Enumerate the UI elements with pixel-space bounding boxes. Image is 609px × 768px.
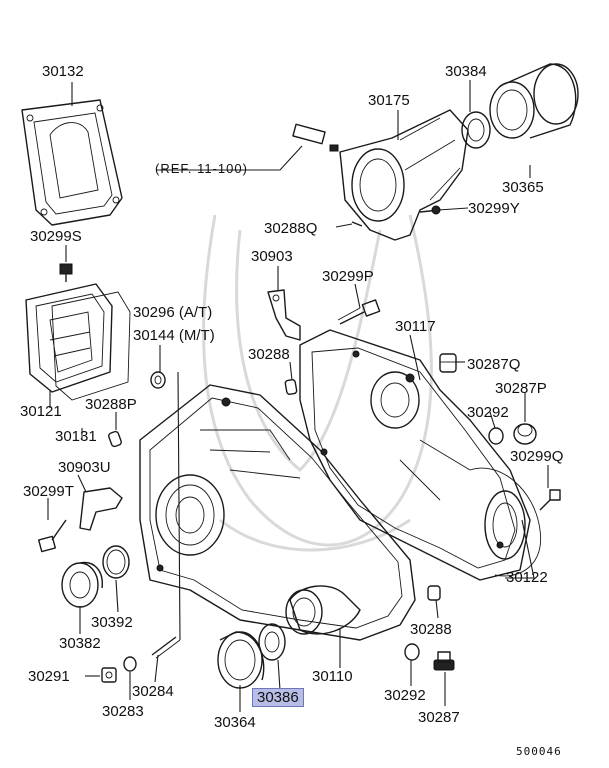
part-label-30299P[interactable]: 30299P [322, 268, 374, 285]
part-label-30299S[interactable]: 30299S [30, 228, 82, 245]
part-label-30288-upper[interactable]: 30288 [248, 346, 290, 363]
pin-30288-lower-drawing [427, 585, 441, 601]
part-label-30364[interactable]: 30364 [214, 714, 256, 731]
part-label-30384[interactable]: 30384 [445, 63, 487, 80]
gasket-30131-drawing [51, 291, 131, 401]
bolt-30299T-drawing [37, 519, 67, 553]
part-label-30131[interactable]: 30131 [55, 428, 97, 445]
front-case-30117-drawing [299, 329, 531, 581]
part-label-30299Y[interactable]: 30299Y [468, 200, 520, 217]
part-label-30292-lower[interactable]: 30292 [384, 687, 426, 704]
o-ring-30296-drawing [150, 371, 166, 389]
leader-lines [47, 80, 549, 712]
watermark-logo [202, 214, 433, 552]
sleeve-30364-drawing [217, 631, 265, 689]
bracket-30903-drawing [267, 289, 301, 341]
part-label-30365[interactable]: 30365 [502, 179, 544, 196]
part-label-30287P[interactable]: 30287P [495, 380, 547, 397]
bracket-30903U-drawing [79, 487, 123, 531]
part-label-30122[interactable]: 30122 [506, 569, 548, 586]
part-label-30283[interactable]: 30283 [102, 703, 144, 720]
part-label-30287Q[interactable]: 30287Q [467, 356, 521, 373]
part-label-30288Q[interactable]: 30288Q [264, 220, 318, 237]
bolt-30299Q-drawing [539, 489, 561, 511]
part-label-30288P[interactable]: 30288P [85, 396, 137, 413]
pin-30288P-drawing [108, 430, 122, 448]
part-label-30117[interactable]: 30117 [395, 318, 436, 335]
part-label-30382[interactable]: 30382 [59, 635, 101, 652]
plug-30287-drawing [433, 651, 455, 671]
reference-note: (REF. 11-100) [155, 161, 248, 176]
part-label-30284[interactable]: 30284 [132, 683, 174, 700]
bolt-30299S-drawing [59, 263, 73, 282]
extension-housing-30175-drawing [292, 109, 469, 241]
seal-30386-drawing [258, 623, 286, 661]
part-label-30132[interactable]: 30132 [42, 63, 84, 80]
part-label-30392[interactable]: 30392 [91, 614, 133, 631]
plug-30287Q-drawing [439, 353, 457, 373]
stud-30284-drawing [151, 636, 181, 659]
part-label-30144[interactable]: 30144 (M/T) [133, 327, 215, 344]
part-label-30292-upper[interactable]: 30292 [467, 404, 509, 421]
part-label-30903[interactable]: 30903 [251, 248, 293, 265]
part-label-30299Q[interactable]: 30299Q [510, 448, 564, 465]
part-label-30296[interactable]: 30296 (A/T) [133, 304, 213, 321]
gasket-30132-drawing [21, 99, 123, 226]
washer-30283-drawing [123, 656, 137, 672]
washer-30292-upper-drawing [488, 427, 504, 445]
nut-30291-drawing [101, 667, 117, 683]
pin-30288-upper-drawing [284, 379, 298, 395]
transfer-case-30110-drawing [139, 384, 416, 641]
seal-30382-drawing [61, 561, 103, 608]
part-label-30121[interactable]: 30121 [20, 403, 62, 420]
shim-30392-drawing [102, 545, 130, 579]
part-label-30175[interactable]: 30175 [368, 92, 410, 109]
part-label-30903U[interactable]: 30903U [58, 459, 111, 476]
figure-code: 500046 [516, 745, 562, 758]
part-label-30291[interactable]: 30291 [28, 668, 70, 685]
part-label-30299T[interactable]: 30299T [23, 483, 74, 500]
sleeve-30365-drawing [489, 63, 579, 139]
gasket-30122-drawing [469, 467, 542, 577]
part-label-30386-highlighted[interactable]: 30386 [252, 688, 304, 707]
washer-30292-lower-drawing [404, 643, 420, 661]
part-label-30110[interactable]: 30110 [312, 668, 353, 685]
part-label-30287[interactable]: 30287 [418, 709, 460, 726]
bolt-30299P-drawing [337, 299, 381, 325]
cover-30121-drawing [25, 283, 113, 393]
part-label-30288-lower[interactable]: 30288 [410, 621, 452, 638]
plug-30287P-drawing [513, 423, 537, 445]
